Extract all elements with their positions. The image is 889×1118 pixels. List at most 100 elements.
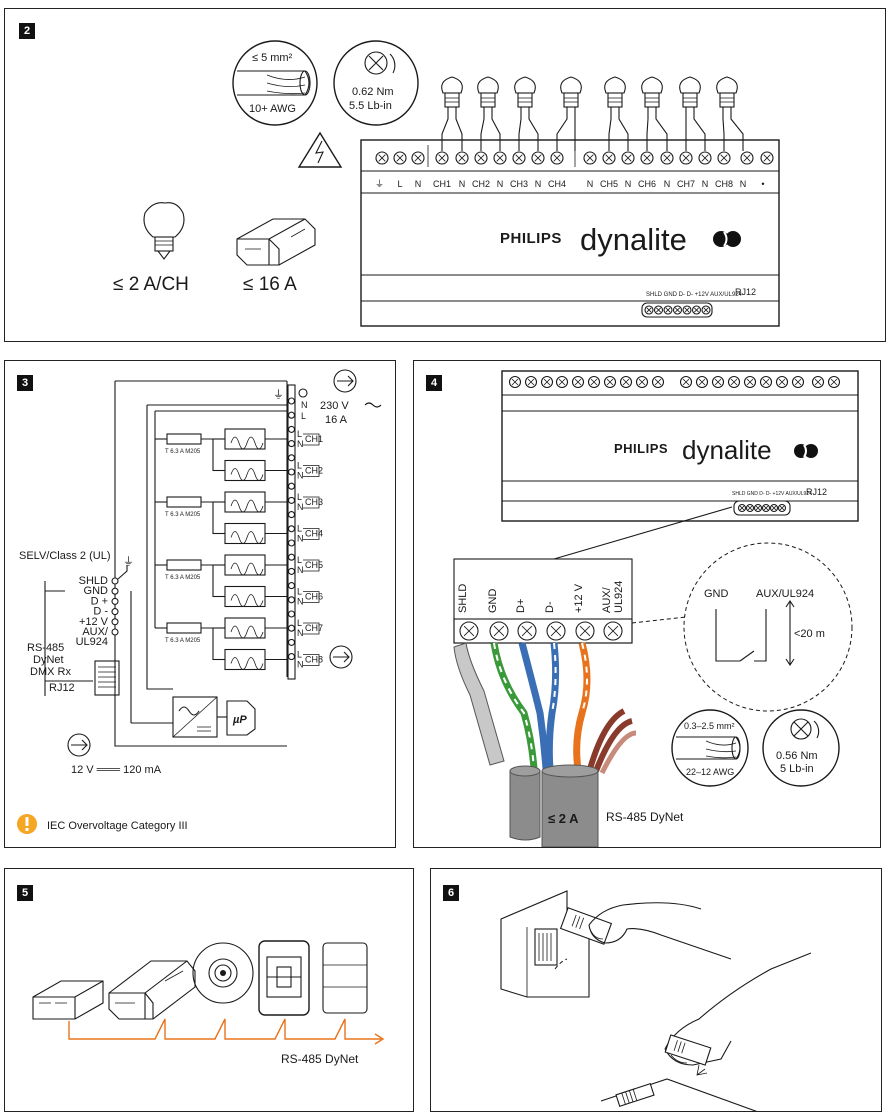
zoom-terminal-screw-icon — [459, 621, 479, 641]
product-dynalite: dynalite — [580, 222, 687, 257]
panel-5-network: 5 RS-485 DyNet — [4, 868, 414, 1112]
label-sticker-icon — [559, 907, 613, 945]
lv-terminal-label: D - — [93, 606, 108, 618]
dynet-bus-line — [68, 1018, 381, 1040]
terminal-label: CH4 — [548, 179, 566, 189]
low-voltage-screws-4 — [737, 503, 787, 513]
gnd-label: GND — [704, 588, 729, 600]
microprocessor-label: µP — [232, 714, 247, 726]
terminal-screw-icon — [663, 305, 673, 315]
dmx-label: DMX Rx — [30, 666, 71, 678]
rj12-label-4: RJ12 — [806, 487, 827, 497]
wire-orange — [573, 642, 591, 770]
channel-n-label: N — [297, 597, 304, 607]
wire-spec-icon-4 — [671, 709, 749, 787]
terminal-screw-icon — [811, 375, 825, 389]
wire-spec-text: ≤ 5 mm² — [252, 52, 293, 64]
load-output-arrow-icon — [329, 645, 353, 669]
terminal-screw-icon — [635, 375, 649, 389]
channel-name: CH2 — [305, 466, 323, 476]
mains-voltage: 230 V — [320, 400, 349, 412]
fuse-icon: T 6.3 A M205 — [155, 622, 225, 661]
terminal-screw-icon — [550, 151, 564, 165]
terminal-screw-icon — [775, 375, 789, 389]
zoom-terminal-label: GND — [487, 589, 499, 614]
terminal-screw-icon — [583, 151, 597, 165]
channel-name: CH1 — [305, 434, 323, 444]
zoom-terminal-screw-icon — [517, 621, 537, 641]
panel-2-badge: 2 — [19, 23, 35, 39]
channel-l-label: L — [297, 524, 302, 534]
dynalite-logo-icon-4 — [794, 444, 818, 458]
panel-2-drawing: ≤ 5 mm² 10+ AWG 0.62 Nm 5.5 Lb-in ≤ 2 A/… — [113, 40, 780, 327]
terminal-screw-icon — [603, 375, 617, 389]
terminal-screw-row — [375, 151, 774, 165]
terminal-screw-icon — [679, 375, 693, 389]
terminal-screw-icon — [753, 503, 763, 513]
brand-philips: PHILIPS — [500, 230, 562, 247]
terminal-screw-icon — [711, 375, 725, 389]
channel-l-label: L — [297, 618, 302, 628]
hand-icon-top — [588, 902, 732, 960]
torque-nm-text: 0.62 Nm — [352, 86, 394, 98]
terminal-screw-icon — [602, 151, 616, 165]
channel-name: CH7 — [305, 623, 323, 633]
terminal-label: CH2 — [472, 179, 490, 189]
channel-l-label: L — [297, 461, 302, 471]
channel-name: CH5 — [305, 560, 323, 570]
lv-terminal-label: UL924 — [76, 636, 108, 648]
ground-icon-lv: ⏚ — [123, 555, 134, 568]
terminal-screw-icon — [691, 305, 702, 315]
terminal-screw-icon — [508, 375, 522, 389]
bulb-icon — [441, 76, 463, 151]
channel-l-label: L — [297, 555, 302, 565]
rs485-label: RS-485 — [27, 642, 64, 654]
label-sticker-icon-2 — [664, 1034, 712, 1066]
load-bulbs — [441, 76, 744, 151]
earth-icon: ⏚ — [375, 179, 384, 189]
low-voltage-screws — [641, 302, 713, 318]
terminal-screw-icon — [791, 375, 805, 389]
zoom-terminal-screw-icon — [489, 621, 509, 641]
channel-l-label: L — [297, 429, 302, 439]
bulb-icon — [556, 76, 582, 151]
lv-terminal-label: GND — [84, 585, 109, 597]
bulb-icon — [514, 76, 539, 151]
shield-cable — [453, 642, 505, 766]
terminal-screw-icon — [474, 151, 488, 165]
panel-4-badge: 4 — [426, 375, 442, 391]
terminal-screw-icon — [644, 305, 654, 315]
panel-4-drawing: PHILIPS dynalite SHLD GND D- D- +12V AUX… — [453, 370, 859, 847]
rj12-label: RJ12 — [735, 287, 756, 297]
terminal-screw-icon — [531, 151, 545, 165]
warning-icon — [17, 814, 37, 834]
terminal-label: CH5 — [600, 179, 618, 189]
terminal-label: N — [664, 179, 671, 189]
terminal-screw-icon — [737, 503, 747, 513]
panel-5-badge: 5 — [17, 885, 33, 901]
supply-rating: 12 V ═══ 120 mA — [71, 764, 162, 776]
bulb-icon — [641, 76, 668, 151]
terminal-screw-icon — [769, 503, 779, 513]
channel-name: CH6 — [305, 592, 323, 602]
panel-6-badge: 6 — [443, 885, 459, 901]
terminal-label: CH1 — [433, 179, 451, 189]
terminal-label: N — [587, 179, 594, 189]
wire-awg-text-4: 22–12 AWG — [686, 767, 734, 777]
wire-green — [490, 642, 538, 770]
brand-philips-4: PHILIPS — [614, 441, 668, 456]
lv-terminal-label: AUX/ — [82, 626, 109, 638]
wire-spec-text-4: 0.3–2.5 mm² — [684, 721, 735, 731]
channel-l-label: L — [297, 492, 302, 502]
terminal-screw-icon — [759, 375, 773, 389]
terminal-screw-icon — [760, 151, 774, 165]
sensor-icon — [192, 942, 254, 1004]
terminal-screw-icon — [701, 305, 711, 315]
terminal-screw-icon — [619, 375, 633, 389]
